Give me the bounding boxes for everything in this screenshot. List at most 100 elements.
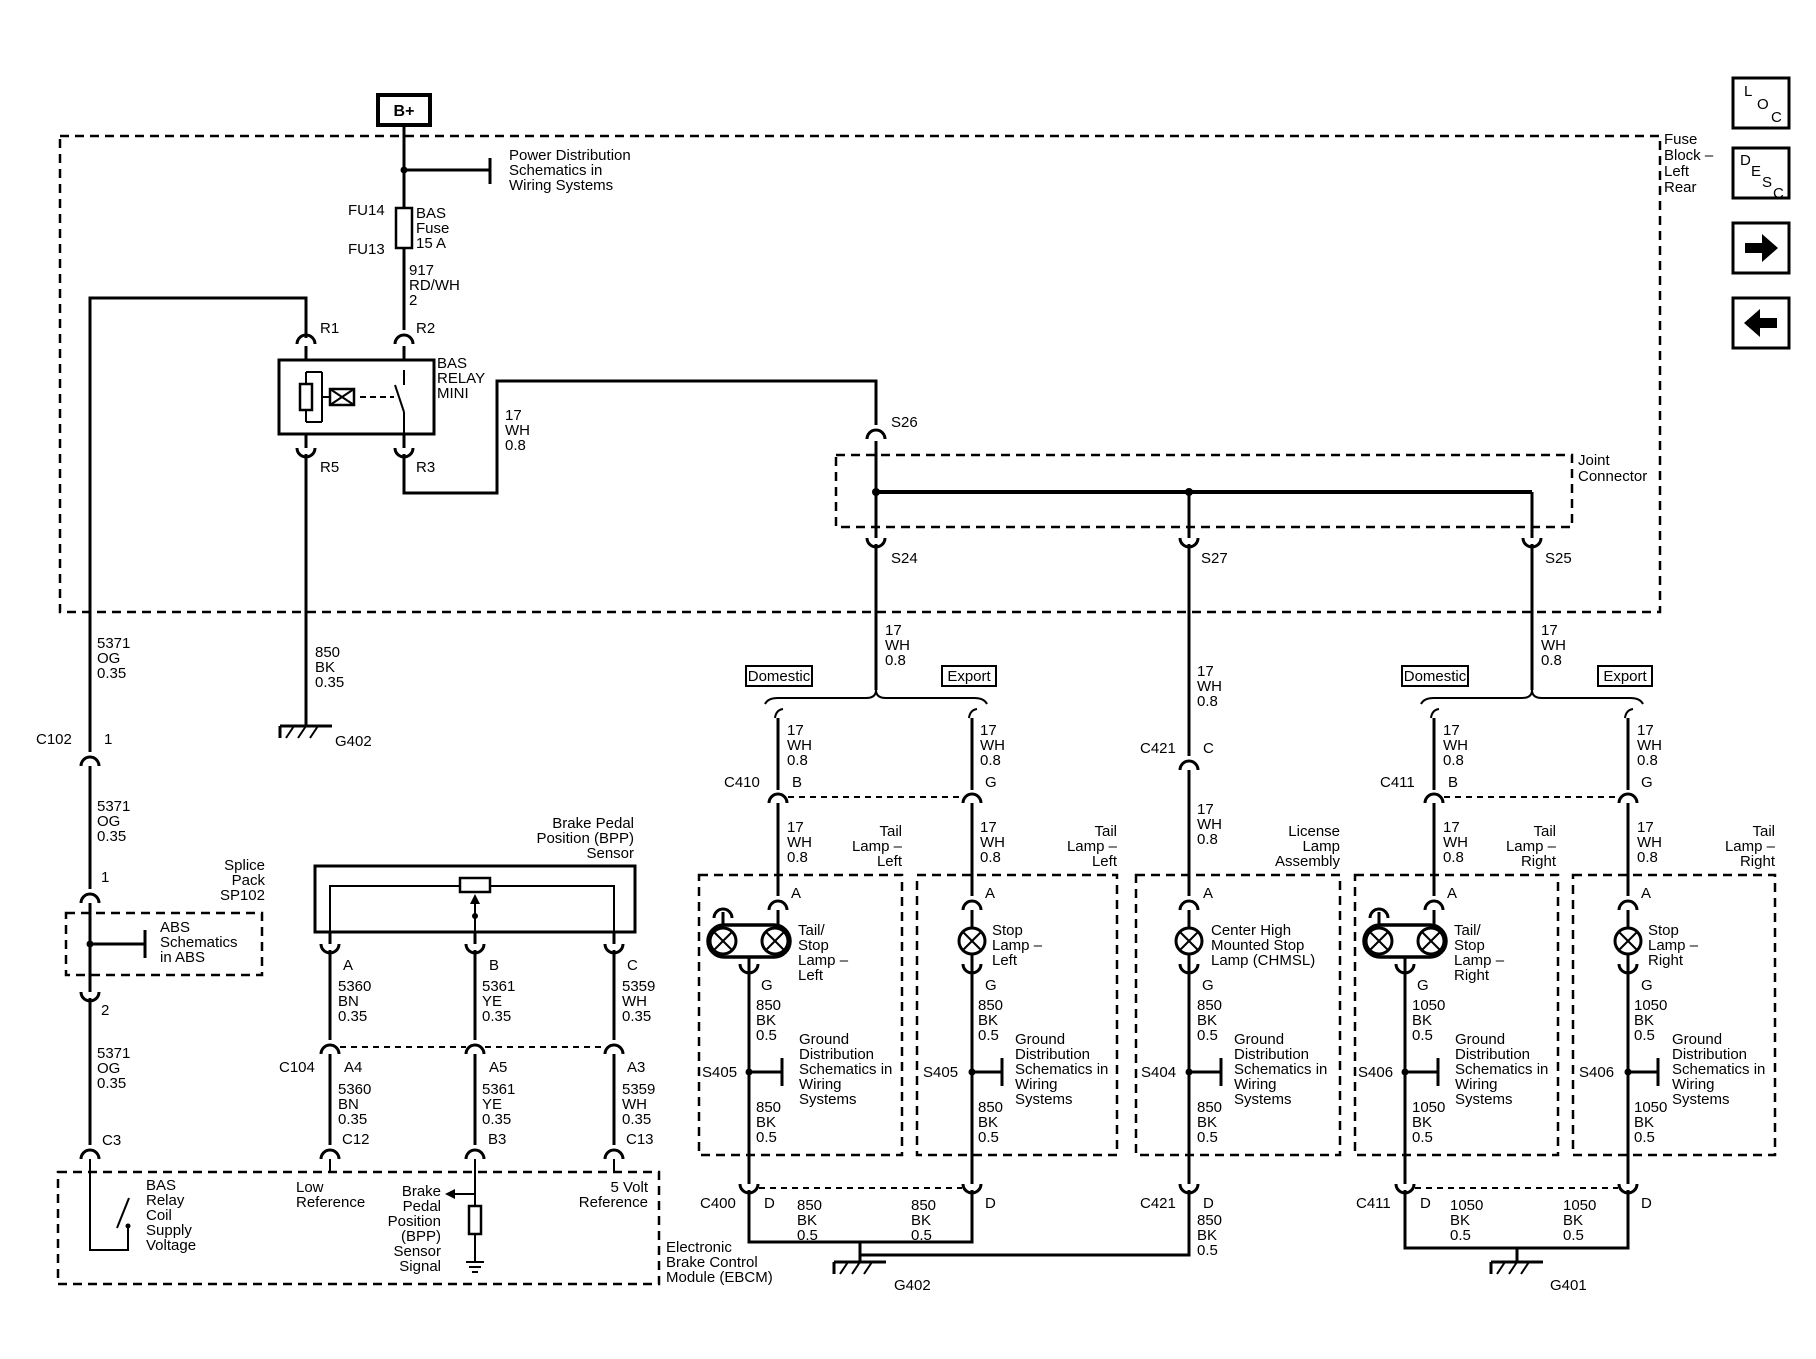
chmsl-lamp-icon — [1174, 910, 1204, 975]
ebcm-pin-c13: C13 — [626, 1131, 654, 1148]
c400-pin-d-right: D — [985, 1195, 996, 1212]
joint-connector — [834, 453, 1574, 529]
fuse-fu14: FU14 — [348, 202, 385, 219]
c410-pin-g: G — [985, 774, 997, 791]
c104-pin-a3: A3 — [627, 1059, 645, 1076]
c410-pin-b: B — [792, 774, 802, 791]
export-right-label: Export — [1603, 668, 1647, 685]
stop-right-pin-g: G — [1641, 977, 1653, 994]
relay-pin-r5: R5 — [320, 459, 339, 476]
bpp-pin-a: A — [343, 957, 353, 974]
connector-c104: C104 — [279, 1059, 315, 1076]
stop-left-pin-g: G — [985, 977, 997, 994]
arrow-left-icon — [1744, 309, 1777, 337]
svg-text:C: C — [1771, 109, 1782, 126]
connector-c421-bottom: C421 — [1140, 1195, 1176, 1212]
tail-stop-left-pin-g: G — [761, 977, 773, 994]
splice-s405-a: S405 — [702, 1064, 737, 1081]
tail-stop-right-pin-a: A — [1447, 885, 1457, 902]
stop-lamp-right-box — [1571, 873, 1777, 1157]
c104-pin-a4: A4 — [344, 1059, 362, 1076]
relay-pin-r2: R2 — [416, 320, 435, 337]
connector-c410: C410 — [724, 774, 760, 791]
bpp-pin-c: C — [627, 957, 638, 974]
export-left-box — [941, 665, 997, 687]
tail-stop-lamp-left-icon — [706, 907, 792, 975]
c411-pin-d-right: D — [1641, 1195, 1652, 1212]
license-lamp-assembly-box — [1134, 873, 1342, 1157]
stop-right-pin-a: A — [1641, 885, 1651, 902]
c411-pin-d-left: D — [1420, 1195, 1431, 1212]
chmsl-pin-g: G — [1202, 977, 1214, 994]
domestic-left-box — [745, 665, 813, 687]
tail-stop-lamp-right-icon — [1362, 907, 1448, 975]
tail-stop-right-pin-g: G — [1417, 977, 1429, 994]
ground-g402-top-symbol — [278, 724, 334, 740]
loc-button[interactable]: L O C — [1731, 76, 1791, 130]
splice-s405-b: S405 — [923, 1064, 958, 1081]
tail-stop-left-pin-a: A — [791, 885, 801, 902]
joint-s27: S27 — [1201, 550, 1228, 567]
next-page-button[interactable] — [1731, 221, 1791, 275]
desc-button[interactable]: D E S C — [1731, 146, 1791, 202]
connector-c102: C102 — [36, 731, 72, 748]
c411-pin-g: G — [1641, 774, 1653, 791]
joint-s24: S24 — [891, 550, 918, 567]
arrow-right-icon — [1745, 234, 1778, 262]
prev-page-button[interactable] — [1731, 296, 1791, 350]
export-left-label: Export — [947, 668, 991, 685]
ebcm-module — [56, 1170, 661, 1286]
bas-fuse — [394, 206, 414, 250]
ebcm-pin-b3: B3 — [488, 1131, 506, 1148]
splice-s406-a: S406 — [1358, 1064, 1393, 1081]
svg-text:S: S — [1762, 174, 1772, 191]
domestic-right-box — [1401, 665, 1469, 687]
supply-label: B+ — [394, 103, 415, 120]
ground-g402-top: G402 — [335, 733, 372, 750]
stop-lamp-right-icon — [1613, 910, 1643, 975]
ground-g401: G401 — [1550, 1277, 1587, 1294]
stop-left-pin-a: A — [985, 885, 995, 902]
chmsl-pin-a: A — [1203, 885, 1213, 902]
splice-pin-2: 2 — [101, 1002, 109, 1019]
c411-pin-b: B — [1448, 774, 1458, 791]
svg-text:O: O — [1757, 96, 1769, 113]
connector-c421-top: C421 — [1140, 740, 1176, 757]
